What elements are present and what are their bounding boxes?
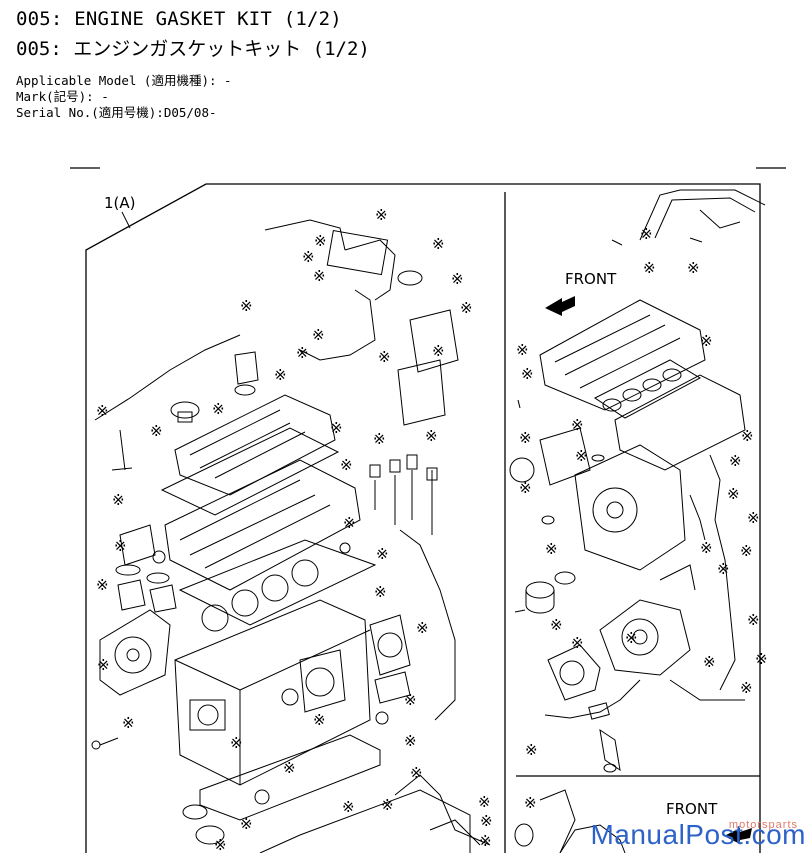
part-marker: ※ — [717, 560, 730, 578]
part-marker: ※ — [729, 452, 742, 470]
part-marker: ※ — [703, 653, 716, 671]
turbo-manifold-assembly — [509, 189, 766, 853]
part-marker: ※ — [330, 419, 343, 437]
engine-block-assembly — [91, 219, 491, 853]
front-arrow-bottom — [724, 828, 752, 844]
part-marker: ※ — [410, 764, 423, 782]
part-marker: ※ — [625, 629, 638, 647]
part-marker: ※ — [525, 741, 538, 759]
diagram-frame — [85, 183, 761, 853]
part-marker: ※ — [342, 798, 355, 816]
part-marker: ※ — [96, 402, 109, 420]
part-marker: ※ — [687, 259, 700, 277]
part-marker: ※ — [373, 430, 386, 448]
part-marker: ※ — [274, 366, 287, 384]
serial-line: Serial No.(適用号機):D05/08- — [16, 105, 217, 120]
part-marker: ※ — [521, 365, 534, 383]
part-marker: ※ — [416, 619, 429, 637]
part-marker: ※ — [478, 793, 491, 811]
part-marker: ※ — [340, 456, 353, 474]
page-title-jp: 005: エンジンガスケットキット (1/2) — [16, 38, 370, 60]
part-marker: ※ — [451, 270, 464, 288]
page-title-en: 005: ENGINE GASKET KIT (1/2) — [16, 8, 342, 30]
watermark: ManualPost.com — [590, 819, 806, 850]
part-markers: ※ ※ ※ ※ ※ ※ ※ ※ ※ ※ ※ ※ ※ ※ ※ ※ ※ ※ ※ ※ ※ ※ ※ ※ ※ ※ ※ ※ ※ ※… — [96, 206, 768, 853]
part-marker: ※ — [376, 545, 389, 563]
part-marker: ※ — [214, 836, 227, 853]
part-marker: ※ — [97, 656, 110, 674]
part-marker: ※ — [571, 634, 584, 652]
part-marker: ※ — [755, 650, 768, 668]
part-marker: ※ — [747, 611, 760, 629]
watermark-sub: motorsparts — [728, 819, 798, 831]
part-marker: ※ — [375, 206, 388, 224]
part-marker: ※ — [479, 832, 492, 850]
part-marker: ※ — [519, 479, 532, 497]
part-marker: ※ — [240, 297, 253, 315]
part-marker: ※ — [432, 342, 445, 360]
part-marker: ※ — [727, 485, 740, 503]
applicable-model: Applicable Model (適用機種): - — [16, 73, 232, 88]
part-marker: ※ — [740, 679, 753, 697]
part-marker: ※ — [550, 616, 563, 634]
group-label-leader — [121, 211, 131, 229]
part-marker: ※ — [150, 422, 163, 440]
mark-line: Mark(記号): - — [16, 89, 109, 104]
part-marker: ※ — [700, 332, 713, 350]
part-marker: ※ — [283, 759, 296, 777]
front-label-bottom: FRONT — [666, 800, 718, 818]
part-marker: ※ — [643, 259, 656, 277]
part-marker: ※ — [230, 734, 243, 752]
part-marker: ※ — [519, 429, 532, 447]
part-marker: ※ — [313, 711, 326, 729]
part-marker: ※ — [575, 447, 588, 465]
part-marker: ※ — [122, 714, 135, 732]
part-marker: ※ — [741, 427, 754, 445]
part-marker: ※ — [314, 232, 327, 250]
part-marker: ※ — [343, 514, 356, 532]
part-marker: ※ — [378, 348, 391, 366]
part-marker: ※ — [480, 812, 493, 830]
part-marker: ※ — [302, 248, 315, 266]
part-marker: ※ — [432, 235, 445, 253]
part-marker: ※ — [374, 583, 387, 601]
part-marker: ※ — [96, 576, 109, 594]
part-marker: ※ — [460, 299, 473, 317]
part-marker: ※ — [700, 539, 713, 557]
part-marker: ※ — [740, 542, 753, 560]
part-marker: ※ — [545, 540, 558, 558]
part-marker: ※ — [425, 427, 438, 445]
part-marker: ※ — [296, 344, 309, 362]
part-marker: ※ — [313, 267, 326, 285]
part-marker: ※ — [571, 416, 584, 434]
group-label: 1(A) — [104, 194, 136, 212]
part-marker: ※ — [516, 341, 529, 359]
part-marker: ※ — [312, 326, 325, 344]
part-marker: ※ — [212, 400, 225, 418]
part-marker: ※ — [240, 815, 253, 833]
part-marker: ※ — [112, 491, 125, 509]
part-marker: ※ — [747, 509, 760, 527]
front-label-top: FRONT — [565, 270, 617, 288]
part-marker: ※ — [404, 691, 417, 709]
part-marker: ※ — [524, 794, 537, 812]
part-marker: ※ — [640, 225, 653, 243]
part-marker: ※ — [114, 537, 127, 555]
part-marker: ※ — [381, 796, 394, 814]
part-marker: ※ — [404, 732, 417, 750]
front-arrow-top — [545, 296, 575, 316]
